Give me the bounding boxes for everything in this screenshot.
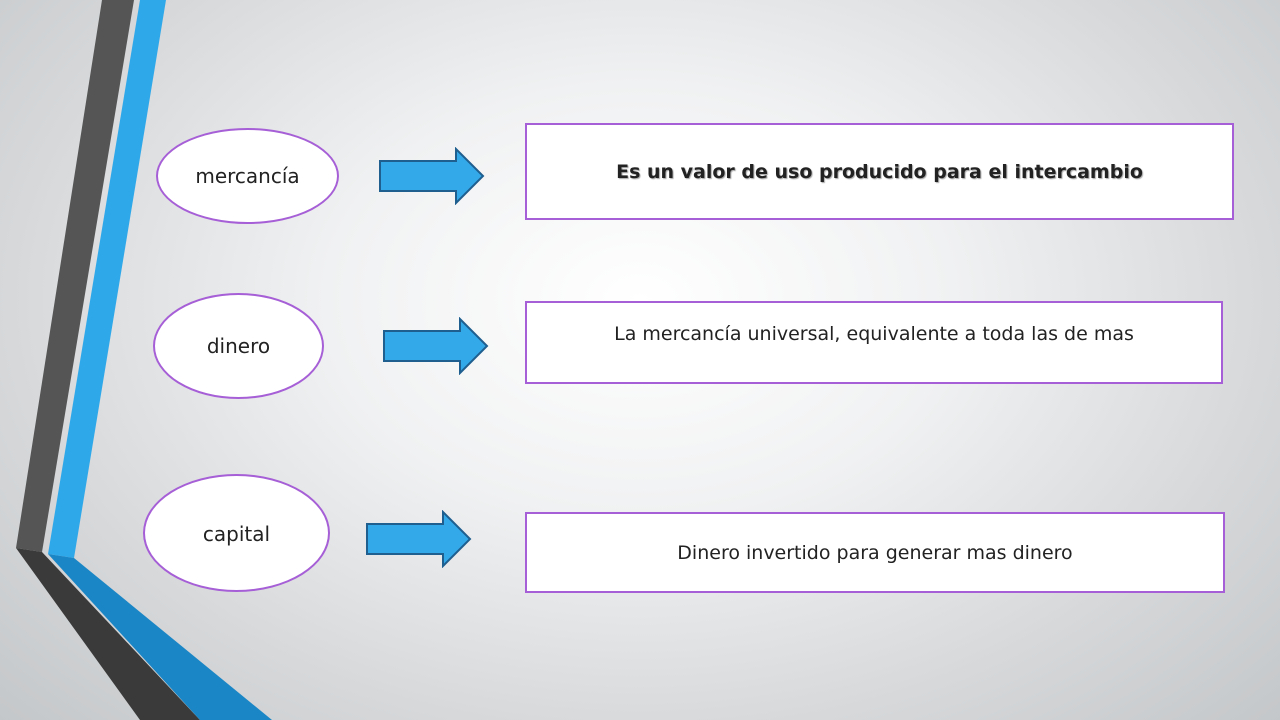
term-ellipse-mercancia: mercancía xyxy=(156,128,339,224)
term-label: dinero xyxy=(206,334,271,358)
definition-text: La mercancía universal, equivalente a to… xyxy=(614,322,1134,345)
definition-box-capital: Dinero invertido para generar mas dinero xyxy=(525,512,1225,593)
definition-text: Dinero invertido para generar mas dinero xyxy=(677,541,1073,564)
stripe-dark-vertical xyxy=(16,0,134,552)
term-ellipse-dinero: dinero xyxy=(153,293,324,399)
term-label: mercancía xyxy=(195,164,300,188)
stripe-blue-diagonal xyxy=(48,554,272,720)
definition-text: Es un valor de uso producido para el int… xyxy=(616,161,1143,183)
definition-box-mercancia: Es un valor de uso producido para el int… xyxy=(525,123,1234,220)
term-label: capital xyxy=(202,522,271,546)
definition-box-dinero: La mercancía universal, equivalente a to… xyxy=(525,301,1223,384)
right-arrow-icon xyxy=(379,147,485,205)
right-arrow-icon xyxy=(383,317,489,375)
term-ellipse-capital: capital xyxy=(143,474,330,592)
stripe-dark-diagonal xyxy=(16,548,200,720)
stripe-blue-vertical xyxy=(48,0,166,558)
right-arrow-icon xyxy=(366,510,472,568)
